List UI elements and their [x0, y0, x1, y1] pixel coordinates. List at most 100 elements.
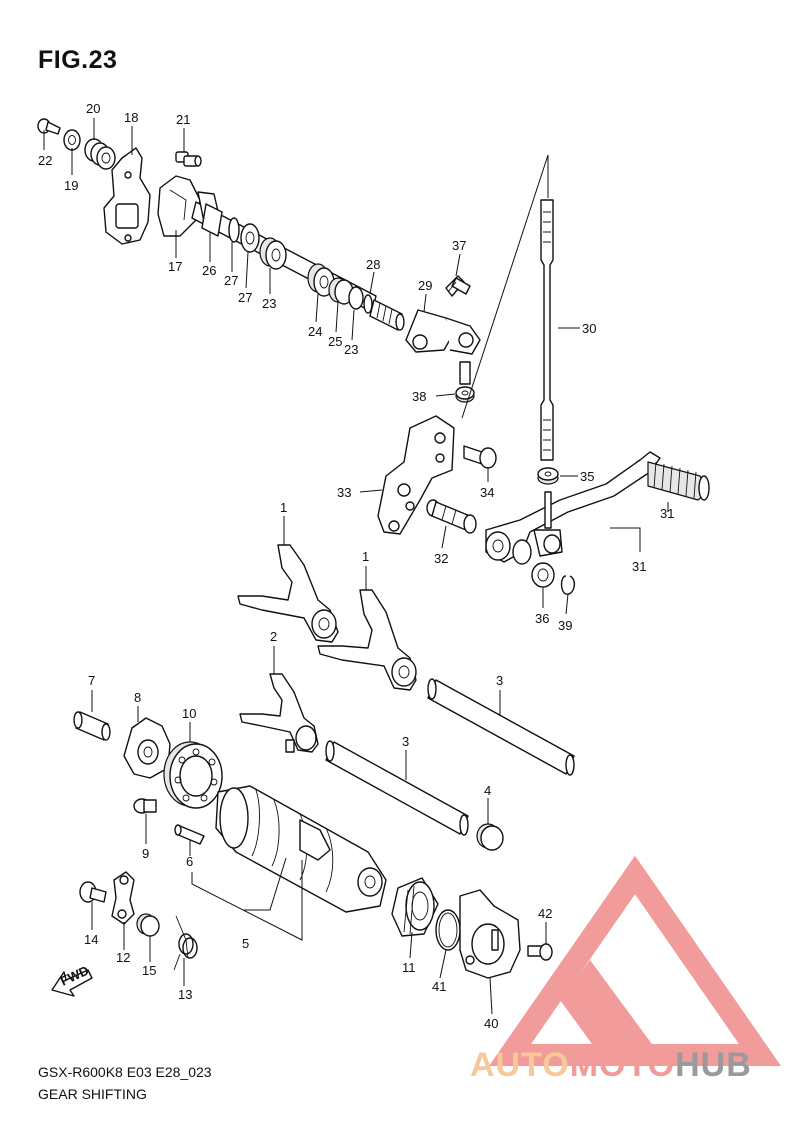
callout-5: 5: [242, 936, 249, 951]
callout-36: 36: [535, 611, 549, 626]
callout-27: 27: [224, 273, 238, 288]
callout-31-label: 31: [660, 506, 674, 521]
brand-moto: MOTO: [569, 1046, 676, 1084]
callout-18: 19: [64, 178, 78, 193]
part-30-gear-shift-lever: [485, 451, 661, 565]
part-1-shift-fork: [237, 544, 339, 643]
part-23-oil-seal: [259, 237, 287, 270]
part-29-shift-rod: [540, 199, 554, 461]
callout-25: 26: [202, 263, 216, 278]
part-27-circlip: [228, 217, 240, 243]
callout-27b: 28: [366, 257, 380, 272]
part-21-bolt: [37, 118, 61, 135]
callout-32: 32: [434, 551, 448, 566]
callout-19: 20: [86, 101, 100, 116]
callout-39: 39: [558, 618, 572, 633]
part-1-shift-fork-2: [317, 589, 417, 691]
callout-3: 3: [496, 673, 503, 688]
part-31-footrest-rubber: [647, 461, 710, 501]
part-37-bolt: [445, 275, 471, 297]
part-9-bolt: [133, 798, 157, 814]
part-33-bracket: [377, 415, 455, 535]
callout-35: 35: [580, 469, 594, 484]
callout-16: 17: [168, 259, 182, 274]
part-40-gear-position-switch: [459, 889, 521, 979]
part-3-fork-shaft: [427, 678, 575, 776]
callout-numbers: 22 19 20 18 21 17 26 27 27 23 24 25 23 2…: [38, 101, 674, 1031]
callout-20: 21: [176, 112, 190, 127]
callout-12: 12: [116, 950, 130, 965]
section-name: GEAR SHIFTING: [38, 1086, 147, 1102]
callout-29: 30: [582, 321, 596, 336]
part-3-fork-shaft-2: [325, 740, 469, 836]
part-4-cap: [476, 823, 504, 851]
callout-2: 2: [270, 629, 277, 644]
part-27-circlip-2: [363, 294, 373, 314]
part-10-bearing: [163, 741, 223, 809]
callout-17: 18: [124, 110, 138, 125]
callout-7: 7: [88, 673, 95, 688]
watermark-brand: AUTOMOTOHUB: [470, 1046, 752, 1085]
callout-14: 14: [84, 932, 98, 947]
brand-auto: AUTO: [470, 1046, 570, 1084]
part-35-nut: [537, 467, 559, 485]
callout-4: 4: [484, 783, 491, 798]
callout-6: 6: [186, 854, 193, 869]
callout-40: 40: [484, 1016, 498, 1031]
part-8-cam-stopper-plate: [123, 717, 171, 779]
fwd-arrow-icon: [51, 969, 93, 997]
part-42-bolt: [527, 943, 553, 961]
part-20-pin: [175, 151, 202, 167]
part-19-spring: [84, 138, 116, 170]
shaft-splined-end: [369, 299, 405, 331]
part-7-pin: [73, 711, 111, 741]
part-13-spring: [173, 915, 198, 971]
part-17-plate: [103, 147, 151, 245]
part-11-needle-bearing: [391, 877, 439, 937]
part-41-o-ring: [435, 909, 461, 951]
callout-8: 8: [134, 690, 141, 705]
callout-1: 1: [280, 500, 287, 515]
callout-34: 34: [480, 485, 494, 500]
callout-3b: 3: [402, 734, 409, 749]
callout-33: 33: [337, 485, 351, 500]
part-28-shift-lever: [405, 309, 481, 355]
callout-15: 15: [142, 963, 156, 978]
callout-30: 31: [632, 559, 646, 574]
callout-28: 29: [418, 278, 432, 293]
watermark-logo-icon: [488, 855, 782, 1066]
callout-21: 22: [38, 153, 52, 168]
part-2-shift-fork: [239, 673, 319, 753]
part-12-cam-stopper: [111, 871, 135, 925]
part-36-washer: [531, 562, 555, 588]
part-5-gearshift-cam: [215, 785, 387, 913]
figure-title: FIG.23: [38, 46, 118, 74]
callout-37: 37: [452, 238, 466, 253]
part-14-bolt: [79, 881, 107, 903]
callout-22: 23: [344, 342, 358, 357]
callout-11: 11: [402, 960, 416, 975]
part-32-pivot-bolt: [426, 499, 477, 534]
brand-hub: HUB: [675, 1046, 752, 1084]
part-22-washer: [348, 286, 364, 310]
callout-42: 42: [538, 906, 552, 921]
part-26-washer: [240, 223, 260, 253]
callout-38: 38: [412, 389, 426, 404]
part-25-collar: [201, 203, 223, 237]
part-39-clip: [560, 575, 576, 595]
part-18-washer: [63, 129, 81, 151]
callout-24: 25: [328, 334, 342, 349]
part-34-bolt: [463, 445, 497, 469]
callout-23b: 24: [308, 324, 322, 339]
part-15-bush: [136, 913, 160, 937]
callout-10: 10: [182, 706, 196, 721]
part-16-shift-shaft-arm: [157, 175, 201, 237]
callout-9: 9: [142, 846, 149, 861]
callout-13: 13: [178, 987, 192, 1002]
model-code: GSX-R600K8 E03 E28_023: [38, 1064, 212, 1080]
callout-1b: 1: [362, 549, 369, 564]
leader-lines: [43, 118, 669, 1015]
callout-23: 23: [262, 296, 276, 311]
part-6-pin: [174, 824, 205, 845]
